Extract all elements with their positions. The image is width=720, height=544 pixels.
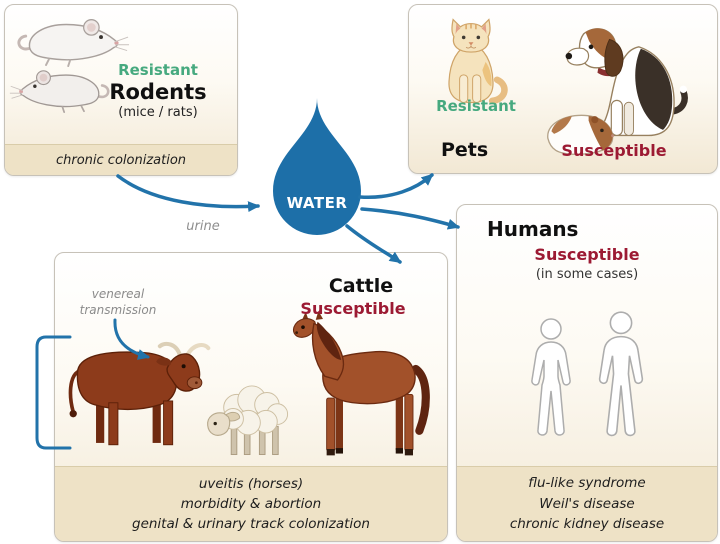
rodents-title: Rodents	[109, 80, 207, 104]
venereal-transmission-label: venereal transmission	[79, 287, 157, 317]
cow-icon	[68, 341, 211, 446]
humans-symptom-line: Weil's disease	[539, 495, 635, 512]
pets-title: Pets	[441, 139, 489, 161]
water-label: WATER	[287, 194, 348, 212]
cattle-symptom-line: genital & urinary track colonization	[132, 516, 370, 533]
sheep-icon	[207, 385, 289, 456]
rodents-card: Resistant Rodents (mice / rats) chronic …	[4, 4, 238, 176]
mouse-icon	[17, 19, 130, 67]
pets-resistant-label: Resistant	[436, 97, 516, 115]
arrow-water-to-pets	[358, 173, 434, 199]
horse-icon	[292, 310, 430, 456]
cattle-title: Cattle	[328, 275, 394, 297]
humans-susceptible-label: Susceptible	[534, 245, 640, 264]
guinea-pig-icon	[547, 114, 614, 155]
male-silhouette-icon	[598, 311, 644, 437]
cattle-symptoms: uveitis (horses) morbidity & abortion ge…	[55, 466, 447, 541]
humans-title: Humans	[487, 217, 579, 241]
humans-symptom-line: flu-like syndrome	[528, 474, 646, 491]
water-drop-icon	[273, 98, 361, 235]
pets-card: Resistant Pets Susceptible	[408, 4, 718, 174]
cattle-card: venereal transmission Cattle Susceptible	[54, 252, 448, 542]
rodents-subtitle: (mice / rats)	[118, 105, 198, 120]
cat-icon	[448, 18, 508, 105]
rodents-note: chronic colonization	[5, 144, 237, 175]
humans-symptoms: flu-like syndrome Weil's disease chronic…	[457, 466, 717, 541]
cattle-susceptible-label: Susceptible	[300, 299, 406, 318]
rodents-note-text: chronic colonization	[55, 152, 187, 168]
female-silhouette-icon	[531, 318, 571, 436]
mouse-icon	[9, 70, 110, 113]
dog-icon	[565, 28, 688, 137]
cattle-symptom-line: morbidity & abortion	[180, 495, 322, 512]
urine-label: urine	[186, 219, 219, 234]
humans-qualifier: (in some cases)	[535, 267, 639, 282]
pets-susceptible-label: Susceptible	[561, 141, 667, 160]
arrow-water-to-humans	[360, 207, 460, 230]
rodents-resistant-label: Resistant	[118, 61, 198, 79]
arrow-rodents-to-water	[116, 174, 260, 213]
humans-card: Humans Susceptible (in some cases) flu-l…	[456, 204, 718, 542]
humans-symptom-line: chronic kidney disease	[509, 516, 665, 533]
cattle-symptom-line: uveitis (horses)	[198, 475, 304, 492]
